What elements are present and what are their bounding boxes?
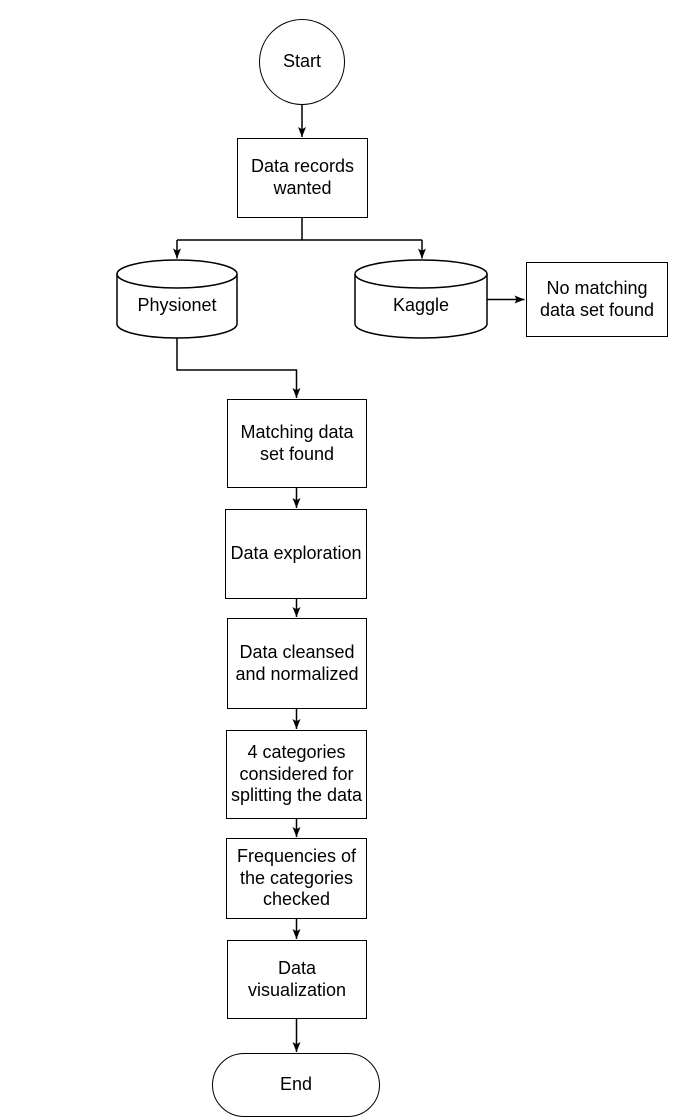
node-start-label: Start <box>282 51 321 72</box>
node-data-records-label: Data records wanted <box>250 156 355 198</box>
node-visualization-label: Data visualization <box>247 957 347 1000</box>
node-kaggle: Kaggle <box>355 260 487 338</box>
node-cleansed-label: Data cleansed and normalized <box>235 641 359 684</box>
node-physionet-label: Physionet <box>137 294 217 315</box>
kaggle-cylinder-shape <box>354 259 488 339</box>
node-kaggle-label: Kaggle <box>392 294 450 315</box>
edge-branch-rail <box>177 218 422 241</box>
node-cleansed: Data cleansed and normalized <box>227 618 367 709</box>
node-frequencies-label: Frequencies of the categories checked <box>236 846 357 910</box>
node-data-records: Data records wanted <box>237 138 368 218</box>
node-physionet: Physionet <box>117 260 237 338</box>
node-no-match-label: No matching data set found <box>539 277 655 320</box>
node-matching: Matching data set found <box>227 399 367 488</box>
node-visualization: Data visualization <box>227 940 367 1019</box>
physionet-cylinder-shape <box>116 259 238 339</box>
node-exploration-label: Data exploration <box>230 543 362 564</box>
node-frequencies: Frequencies of the categories checked <box>226 838 367 919</box>
node-exploration: Data exploration <box>225 509 367 599</box>
node-categories-label: 4 categories considered for splitting th… <box>230 742 363 806</box>
edge-physionet-to-matching <box>176 338 301 398</box>
node-categories: 4 categories considered for splitting th… <box>226 730 367 819</box>
node-matching-label: Matching data set found <box>240 421 354 464</box>
node-no-match: No matching data set found <box>526 262 668 337</box>
node-start: Start <box>259 19 345 105</box>
node-end-label: End <box>279 1074 313 1095</box>
node-end: End <box>212 1053 380 1117</box>
